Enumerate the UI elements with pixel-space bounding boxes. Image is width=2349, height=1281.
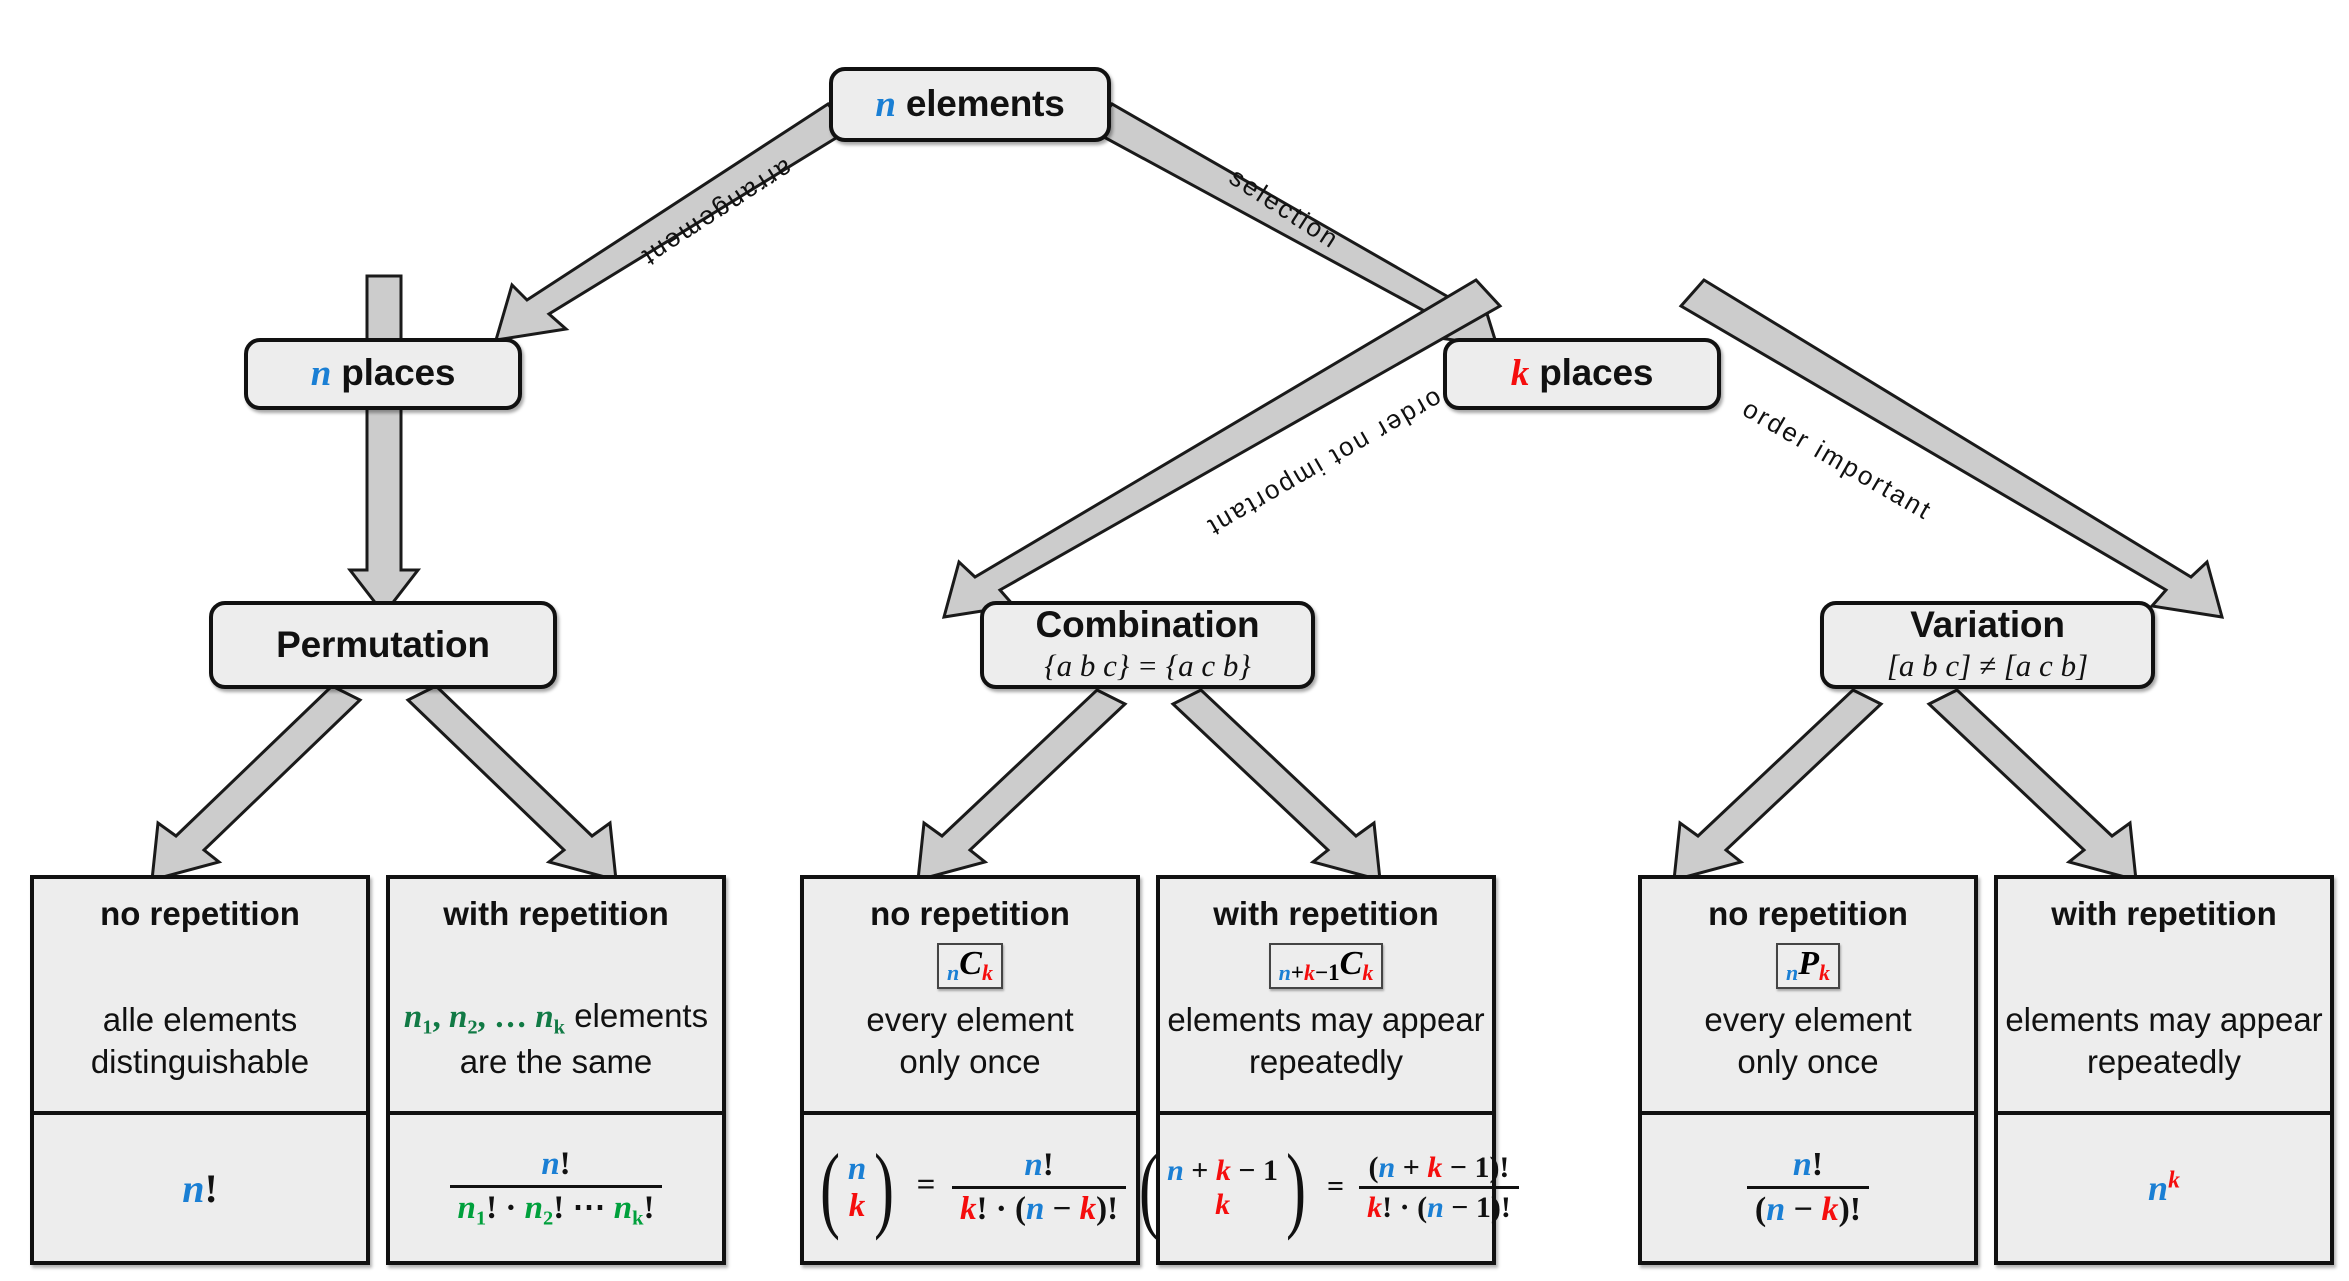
arrow-variation-to-no-rep (1672, 688, 1884, 883)
node-title: n places (310, 352, 456, 395)
card-variation-with-repetition[interactable]: with repetition elements may appear repe… (1994, 875, 2334, 1265)
edge-label-order-not-important: order not important (1201, 383, 1448, 544)
card-description: elements may appear repeatedly (1167, 999, 1484, 1083)
card-formula: n! n1! · n2! ⋯ nk! (390, 1111, 722, 1261)
card-desc-line-2: repeatedly (2086, 1042, 2242, 1080)
node-title: n elements (875, 82, 1065, 125)
node-variation[interactable]: Variation [a b c] ≠ [a c b] (1820, 601, 2155, 689)
card-formula: n! (n − k)! (1642, 1111, 1974, 1261)
card-description: every element only once (866, 999, 1073, 1083)
arrow-combination-to-no-rep (916, 688, 1128, 883)
card-desc-line-2: only once (899, 1042, 1041, 1080)
card-permutation-with-repetition[interactable]: with repetition n1, n2, … nk elements ar… (386, 875, 726, 1265)
card-variation-no-repetition[interactable]: no repetition nPk every element only onc… (1638, 875, 1978, 1265)
card-upper: with repetition n1, n2, … nk elements ar… (390, 879, 722, 1111)
arrow-k-places-to-variation (1678, 278, 2225, 619)
variable-n: n (875, 83, 896, 125)
node-title: Combination (1035, 603, 1260, 645)
edge-label-text: order important (1737, 393, 1938, 526)
card-upper: no repetition nCk every element only onc… (804, 879, 1136, 1111)
node-n-places[interactable]: n places (244, 338, 522, 410)
card-upper: no repetition alle elements distinguisha… (34, 879, 366, 1111)
formula-permutation-nk: n! (n − k)! (1746, 1146, 1870, 1228)
symbols-n-subscripts: n1, n2, … nk (403, 999, 566, 1039)
card-heading: with repetition (2051, 895, 2277, 932)
edge-label-arrangement: arrangement (635, 153, 799, 274)
edge-label-text: selection (1224, 161, 1346, 255)
node-label-text: places (1539, 352, 1654, 394)
card-permutation-no-repetition[interactable]: no repetition alle elements distinguisha… (30, 875, 370, 1265)
card-heading: with repetition (1213, 895, 1439, 932)
card-desc-line-1: every element (1704, 1000, 1912, 1038)
arrow-variation-to-with-rep (1926, 688, 2138, 883)
formula-n-factorial: n! (182, 1165, 218, 1211)
card-desc-line-1: n1, n2, … nk elements (404, 995, 708, 1041)
arrow-combination-to-with-rep (1170, 688, 1382, 883)
node-title: Permutation (276, 623, 490, 665)
card-formula: nk (1998, 1111, 2330, 1261)
card-heading: no repetition (1708, 895, 1908, 932)
card-desc-line-2: distinguishable (90, 1042, 310, 1080)
card-desc-line-1: every element (866, 1000, 1074, 1038)
card-desc-line-2: only once (1737, 1042, 1879, 1080)
symbol-n-plus-k-minus-1-C-k: n+k−1Ck (1268, 943, 1384, 989)
node-permutation[interactable]: Permutation (209, 601, 557, 689)
node-subtitle: [a b c] ≠ [a c b] (1886, 648, 2089, 684)
node-k-places[interactable]: k places (1443, 338, 1721, 410)
node-label-text: elements (905, 82, 1065, 124)
card-description: n1, n2, … nk elements are the same (404, 995, 708, 1083)
symbol-nPk: nPk (1775, 943, 1841, 989)
card-upper: with repetition elements may appear repe… (1998, 879, 2330, 1111)
card-combination-with-repetition[interactable]: with repetition n+k−1Ck elements may app… (1139, 875, 1519, 1265)
variable-k: k (1510, 353, 1530, 395)
node-n-elements[interactable]: n elements (829, 67, 1111, 142)
arrow-permutation-to-with-rep (405, 684, 618, 883)
edge-label-order-important: order important (1737, 393, 1938, 527)
card-heading: no repetition (100, 895, 300, 932)
card-description: every element only once (1704, 999, 1911, 1083)
card-desc-line-2: repeatedly (1248, 1042, 1404, 1080)
node-subtitle: {a b c} = {a c b} (1044, 648, 1251, 684)
formula-n-power-k: nk (2148, 1167, 2180, 1208)
card-heading: no repetition (870, 895, 1070, 932)
card-description: alle elements distinguishable (91, 999, 309, 1083)
node-title: k places (1510, 352, 1654, 395)
node-label-text: places (341, 352, 456, 394)
card-combination-no-repetition[interactable]: no repetition nCk every element only onc… (800, 875, 1140, 1265)
edge-label-selection: selection (1224, 161, 1346, 256)
node-combination[interactable]: Combination {a b c} = {a c b} (980, 601, 1315, 689)
card-upper: no repetition nPk every element only onc… (1642, 879, 1974, 1111)
card-desc-line-1: elements may appear (1167, 1000, 1485, 1038)
card-desc-line-1: alle elements (102, 1000, 298, 1038)
variable-n: n (310, 353, 332, 395)
edge-label-text: order not important (1201, 383, 1448, 544)
card-description: elements may appear repeatedly (2005, 999, 2322, 1083)
card-upper: with repetition n+k−1Ck elements may app… (1160, 879, 1492, 1111)
card-desc-line-2: are the same (459, 1042, 653, 1080)
arrow-k-places-to-combination (941, 278, 1503, 619)
card-heading: with repetition (443, 895, 669, 932)
arrow-permutation-to-no-rep (150, 684, 363, 883)
card-desc-line-1: elements may appear (2005, 1000, 2323, 1038)
card-formula: n! (34, 1111, 366, 1261)
symbol-nCk: nCk (937, 943, 1003, 989)
arrow-n-places-to-permutation (346, 274, 422, 617)
node-title: Variation (1910, 603, 2065, 645)
formula-multiset-permutation: n! n1! · n2! ⋯ nk! (449, 1146, 663, 1229)
desc-word-elements: elements (574, 997, 709, 1035)
edge-label-text: arrangement (635, 153, 799, 274)
